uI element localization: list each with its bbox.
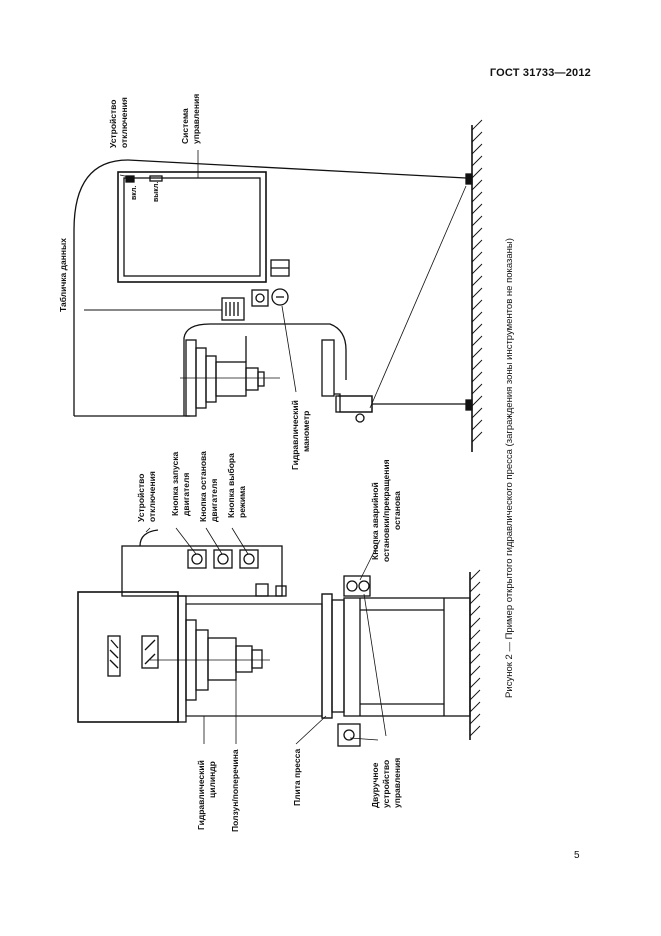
label-manometer-2: манометр: [301, 411, 311, 452]
wall-hatching: [471, 119, 483, 443]
label-twohand-3: управления: [392, 758, 402, 808]
label-twohand-1: Двуручное: [370, 762, 380, 808]
label-disconnect-2: отключения: [147, 471, 157, 522]
label-disconnect-top-1: Устройство: [108, 100, 118, 148]
label-start-btn-2: двигателя: [181, 473, 191, 516]
label-emergency-2: остановки/прекращения: [381, 459, 391, 562]
label-stop-btn-1: Кнопка останова: [198, 451, 208, 522]
label-control-system-2: управления: [191, 94, 201, 144]
label-stop-btn-2: двигателя: [209, 479, 219, 522]
label-control-system-1: Система: [180, 108, 190, 144]
label-mode-btn-1: Кнопка выбора: [226, 453, 236, 518]
page-number: 5: [574, 850, 580, 861]
label-manometer-1: Гидравлический: [290, 400, 300, 470]
label-slide: Ползун/поперечина: [230, 749, 240, 832]
label-disconnect-top-2: отключения: [119, 97, 129, 148]
figure-labels: Устройство отключения Система управления…: [58, 94, 402, 832]
label-on: вкл.: [131, 186, 138, 200]
label-bed: Плита пресса: [292, 749, 302, 806]
label-disconnect-1: Устройство: [136, 474, 146, 522]
label-cylinder-1: Гидравлический: [196, 760, 206, 830]
label-cylinder-2: цилиндр: [207, 761, 217, 798]
figure-caption: Рисунок 2 — Пример открытого гидравличес…: [504, 238, 515, 698]
standard-number: ГОСТ 31733—2012: [489, 67, 591, 79]
label-off: выкл.: [153, 182, 160, 202]
label-mode-btn-2: режима: [237, 486, 247, 518]
label-start-btn-1: Кнопка запуска: [170, 452, 180, 516]
label-emergency-1: Кнопка аварийной: [370, 482, 380, 560]
label-nameplate: Табличка данных: [58, 238, 68, 312]
label-emergency-3: останова: [392, 491, 402, 530]
label-twohand-2: устройство: [381, 760, 391, 808]
